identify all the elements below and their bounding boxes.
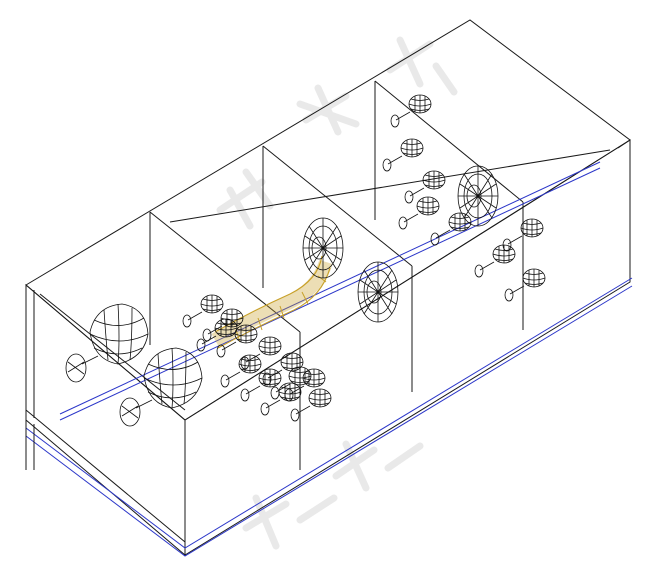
- wine-glasses: [182, 94, 546, 422]
- highlighted-pipe: [211, 255, 333, 349]
- base-rail: [25, 161, 633, 557]
- watermark: [216, 36, 458, 550]
- round-plates: [302, 165, 499, 323]
- cabinet-frame: [25, 19, 631, 557]
